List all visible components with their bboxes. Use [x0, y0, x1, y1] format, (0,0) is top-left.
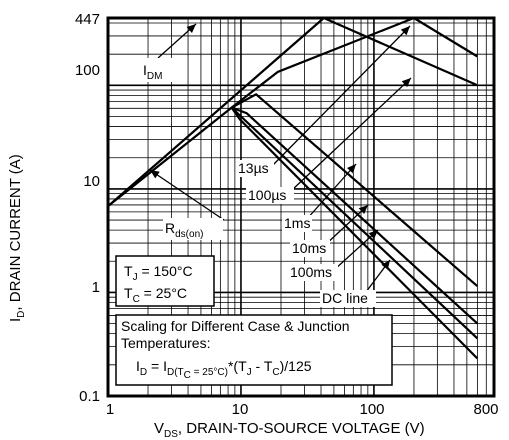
scaling-note-line1: Scaling for Different Case & Junction	[121, 318, 350, 334]
leader-line	[323, 204, 369, 247]
tj-condition: TJ = 150°C	[124, 263, 193, 283]
leader-line	[149, 169, 225, 221]
label-100ms: 100ms	[290, 264, 332, 280]
leader-line	[271, 25, 411, 167]
y-axis-title: ID, DRAIN CURRENT (A)	[7, 154, 27, 322]
leader-line	[291, 77, 412, 191]
arrowhead	[381, 260, 390, 270]
scaling-note-box	[115, 314, 393, 386]
arrowhead	[347, 164, 356, 174]
scaling-formula: ID = ID(TC = 25°C)*(TJ - TC)/125	[136, 358, 312, 381]
arrowhead	[400, 26, 410, 36]
y-tick-label-1: 1	[92, 279, 100, 296]
series-rds-on	[107, 106, 233, 208]
arrowhead	[186, 24, 196, 33]
y-tick-label-0.1: 0.1	[79, 388, 100, 405]
idm-label: IDM	[143, 62, 162, 82]
arrowhead	[150, 170, 160, 179]
tc-condition: TC = 25°C	[124, 285, 187, 305]
plot-frame	[106, 16, 496, 398]
series-dc-line	[230, 106, 479, 360]
x-tick-label-800: 800	[473, 401, 498, 418]
label-10ms: 10ms	[292, 240, 326, 256]
arrowhead	[358, 205, 368, 215]
label-1ms: 1ms	[284, 215, 310, 231]
y-tick-label-10: 10	[83, 173, 100, 190]
rdson-label: Rds(on)	[165, 220, 203, 240]
series-10ms	[231, 106, 479, 325]
leader-line	[305, 163, 357, 221]
x-axis-title: VDS, DRAIN-TO-SOURCE VOLTAGE (V)	[154, 420, 425, 440]
series-100-s	[230, 16, 478, 109]
conditions-box	[115, 255, 215, 307]
series-13-s	[107, 16, 478, 208]
x-tick-label-1: 1	[106, 401, 114, 418]
label-100us: 100µs	[248, 187, 286, 203]
y-tick-label-447: 447	[75, 11, 100, 28]
label-dc-line: DC line	[322, 290, 368, 306]
label-13us: 13µs	[238, 160, 269, 176]
series-1ms	[231, 93, 479, 288]
annotation-leaders	[149, 23, 412, 293]
leader-line	[333, 229, 379, 271]
arrowhead	[368, 230, 378, 240]
x-tick-label-10: 10	[232, 401, 249, 418]
arrowhead	[401, 78, 411, 88]
x-tick-label-100: 100	[359, 401, 384, 418]
scaling-note-line2: Temperatures:	[121, 335, 210, 351]
y-tick-label-100: 100	[75, 62, 100, 79]
